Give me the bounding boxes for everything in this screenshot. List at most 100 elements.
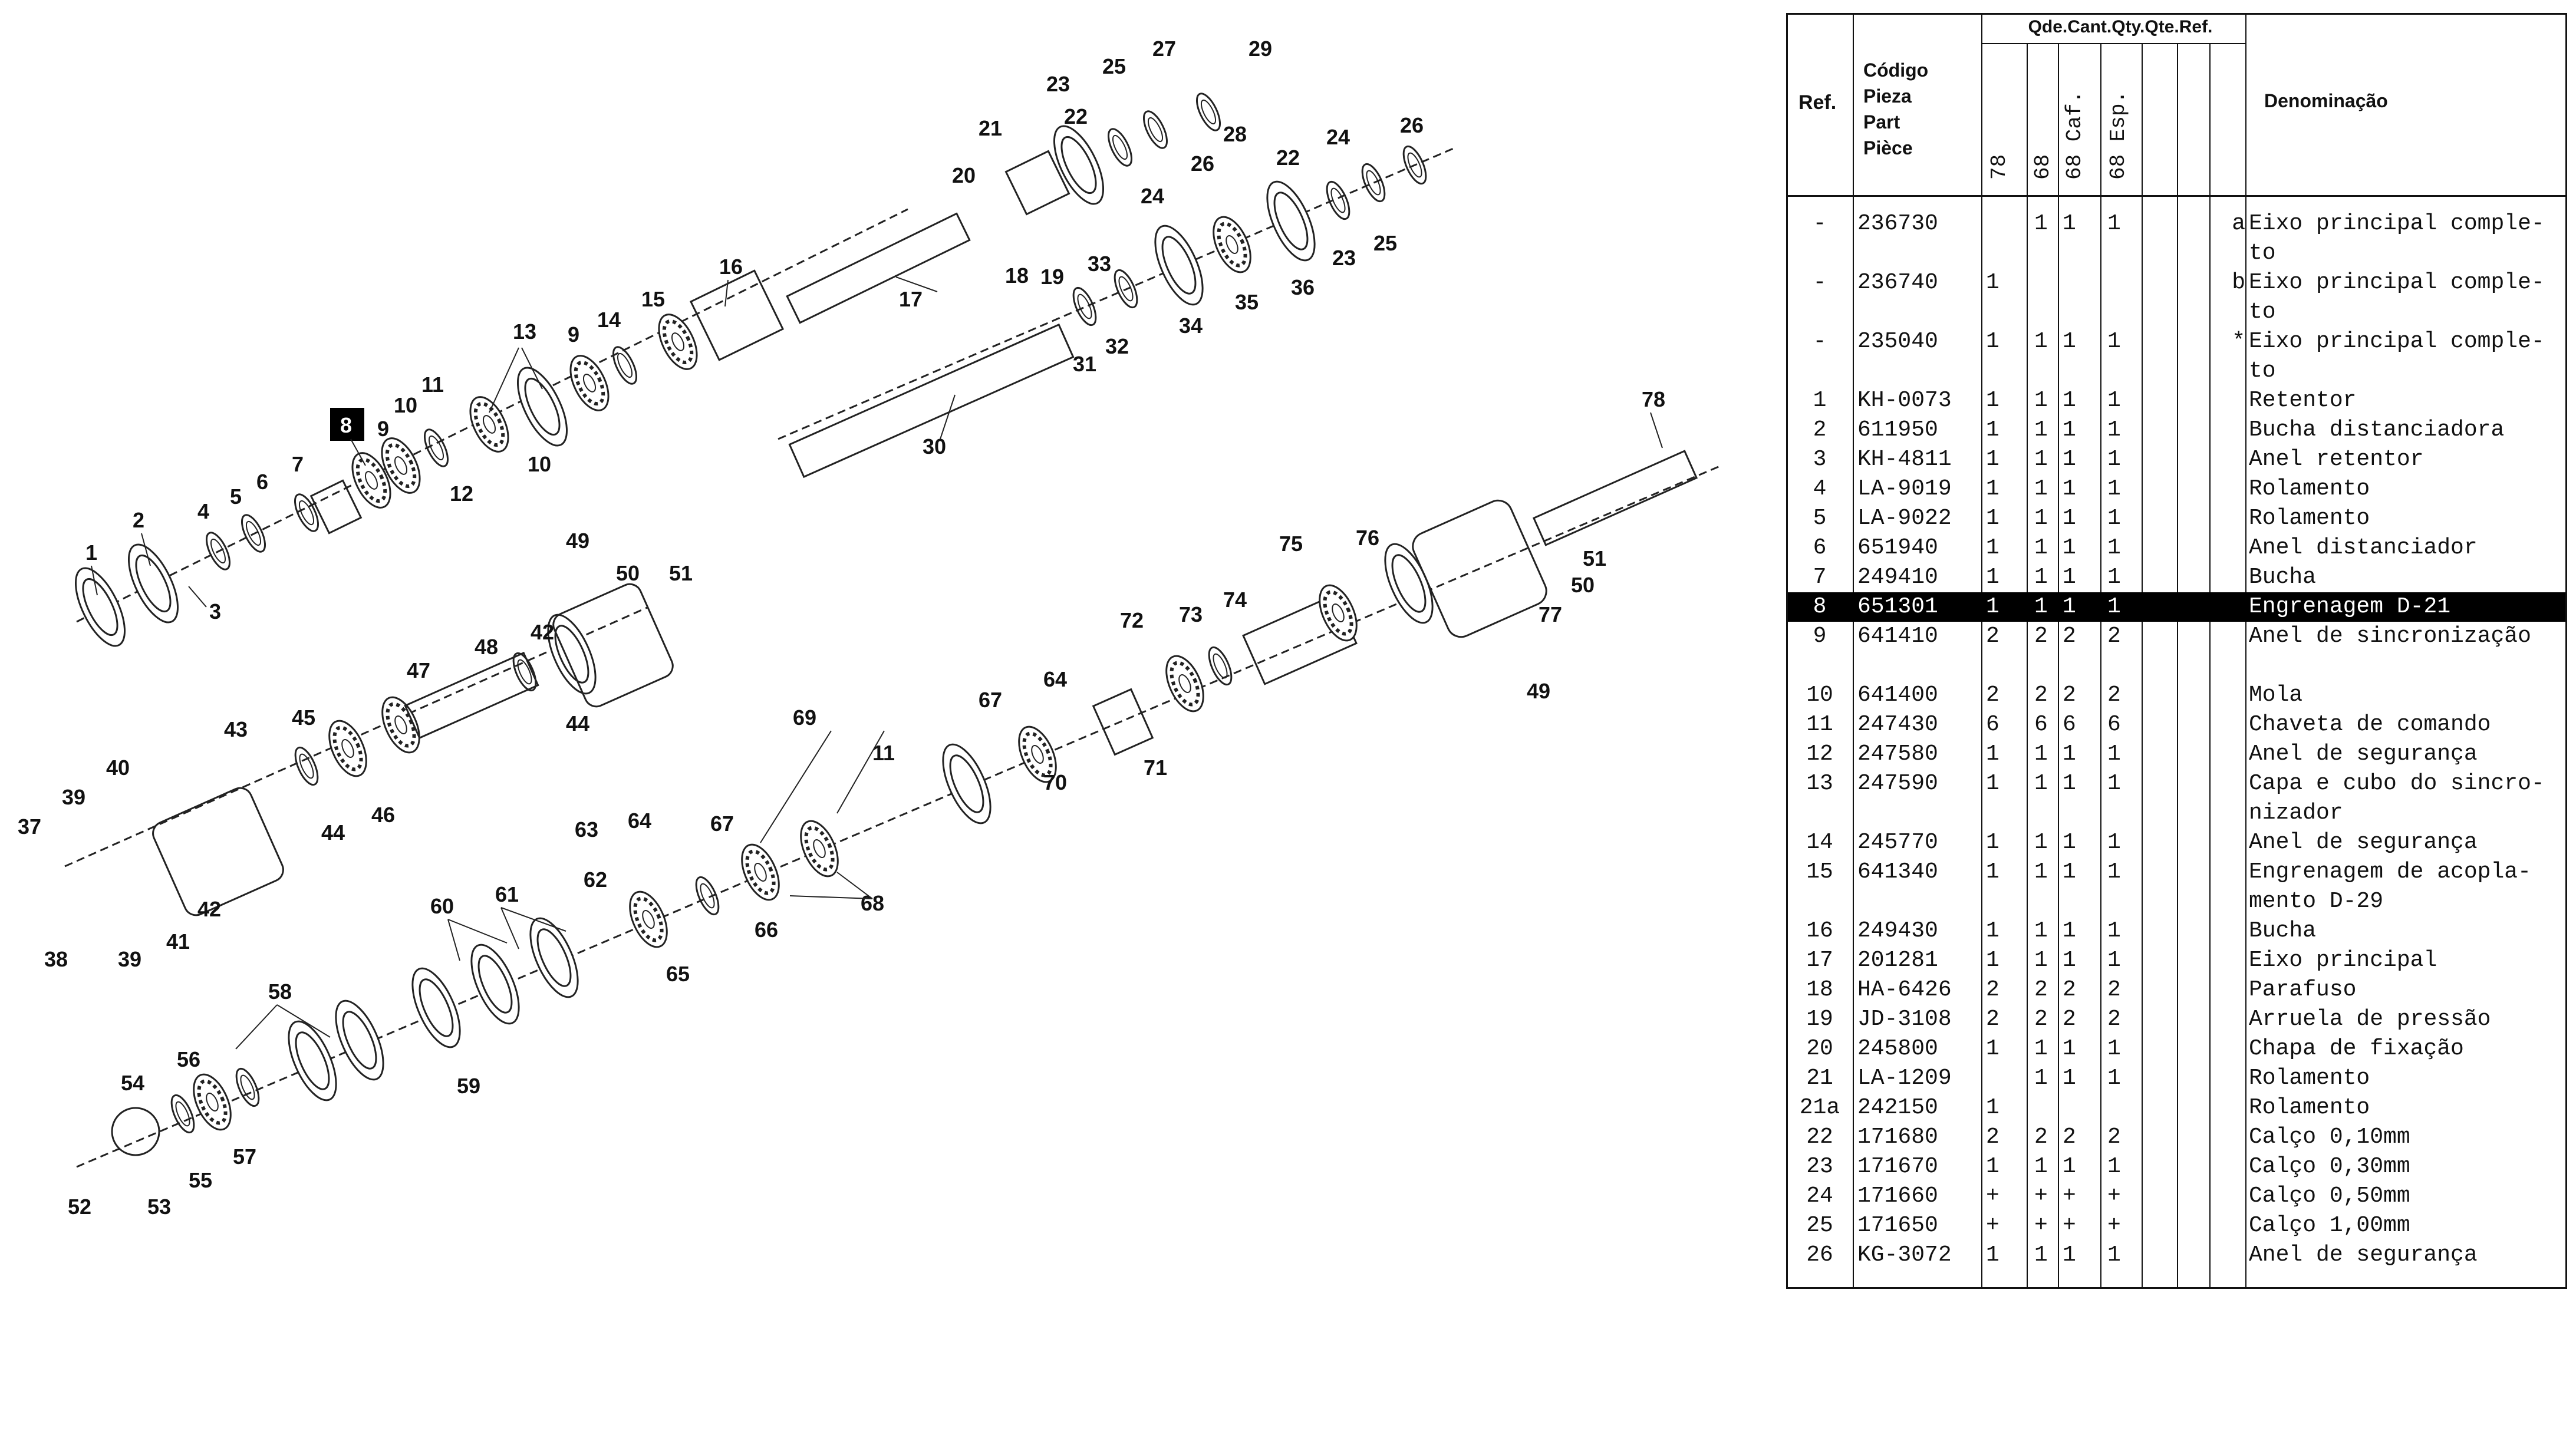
- cell-qty-68-caf: 1: [2063, 1154, 2076, 1179]
- cell-ref: 9: [1813, 624, 1827, 649]
- cell-denomination: Eixo principal: [2249, 948, 2437, 973]
- table-row-continuation: [1788, 651, 2565, 681]
- cell-qty-68-esp: +: [2107, 1183, 2121, 1209]
- cell-qty-78: 1: [1986, 388, 1999, 413]
- callout-39: 39: [62, 785, 85, 809]
- cell-qty-78: 2: [1986, 682, 1999, 708]
- cell-ref: 21: [1806, 1066, 1833, 1091]
- callout-40: 40: [106, 756, 130, 780]
- cell-denomination: Calço 0,30mm: [2249, 1154, 2410, 1179]
- cell-qty-78: 1: [1986, 270, 1999, 295]
- cell-denomination: Calço 0,50mm: [2249, 1183, 2410, 1209]
- cell-qty-68: 2: [2034, 682, 2048, 708]
- cell-qty-68-caf: 1: [2063, 417, 2076, 443]
- callout-4: 4: [197, 499, 209, 523]
- table-row-continuation: to: [1788, 298, 2565, 327]
- callout-49: 49: [566, 529, 589, 553]
- cell-qty-68-caf: 1: [2063, 594, 2076, 619]
- cell-qty-68: 1: [2034, 1036, 2048, 1061]
- callout-57: 57: [233, 1144, 256, 1169]
- cell-code: LA-9022: [1857, 506, 1952, 531]
- callout-44b: 44: [566, 711, 589, 735]
- qty-col-68: 68: [2031, 154, 2055, 180]
- cell-ref: 19: [1806, 1007, 1833, 1032]
- cell-ref: 18: [1806, 977, 1833, 1002]
- callout-44: 44: [321, 820, 345, 845]
- cell-qty-68-caf: 1: [2063, 388, 2076, 413]
- cell-code: 236740: [1857, 270, 1938, 295]
- cell-ref-mark: a: [2232, 211, 2245, 236]
- cell-qty-78: 1: [1986, 830, 1999, 855]
- cell-denomination: Capa e cubo do sincro-: [2249, 771, 2545, 796]
- cell-ref: 13: [1806, 771, 1833, 796]
- cell-code: 651301: [1857, 594, 1938, 619]
- qty-col-68-caf: 68 Caf.: [2063, 90, 2087, 180]
- cell-qty-68-esp: 1: [2107, 948, 2121, 973]
- cell-ref: 21a: [1799, 1095, 1840, 1120]
- cell-denomination: Rolamento: [2249, 476, 2370, 502]
- cell-qty-68-esp: 1: [2107, 594, 2121, 619]
- cell-qty-78: 1: [1986, 476, 1999, 502]
- cell-ref: 2: [1813, 417, 1827, 443]
- cell-qty-68-caf: 1: [2063, 329, 2076, 354]
- cell-code: HA-6426: [1857, 977, 1952, 1002]
- callout-16: 16: [719, 255, 743, 279]
- callout-34: 34: [1179, 314, 1203, 338]
- cell-qty-68-esp: 1: [2107, 1036, 2121, 1061]
- cell-denomination: Anel de segurança: [2249, 830, 2478, 855]
- leader-lines: [91, 276, 1663, 1050]
- cell-qty-68: +: [2034, 1183, 2048, 1209]
- parts-table: Ref. Código Pieza Part Pièce Qde.Cant.Qt…: [1786, 13, 2567, 1289]
- cell-denomination: to: [2249, 358, 2276, 384]
- callout-70: 70: [1043, 770, 1067, 794]
- cell-qty-68-esp: 1: [2107, 476, 2121, 502]
- cell-qty-68-esp: 1: [2107, 329, 2121, 354]
- cell-code: 651940: [1857, 535, 1938, 560]
- cell-qty-78: 2: [1986, 1007, 1999, 1032]
- cell-qty-68: 2: [2034, 1007, 2048, 1032]
- callout-65: 65: [666, 962, 690, 986]
- cell-qty-78: 1: [1986, 417, 1999, 443]
- cell-qty-68: 1: [2034, 1154, 2048, 1179]
- cell-denomination: Rolamento: [2249, 1095, 2370, 1120]
- cell-denomination: Arruela de pressão: [2249, 1007, 2491, 1032]
- cell-qty-68-esp: 2: [2107, 1007, 2121, 1032]
- cell-ref: -: [1813, 211, 1827, 236]
- callout-64b: 64: [1043, 667, 1067, 691]
- cell-code: 235040: [1857, 329, 1938, 354]
- table-row-continuation: to: [1788, 239, 2565, 268]
- cell-ref: 3: [1813, 447, 1827, 472]
- column-rule: [2027, 44, 2028, 1288]
- cell-qty-68-caf: 1: [2063, 476, 2076, 502]
- cell-qty-68-caf: 1: [2063, 741, 2076, 767]
- callout-10b: 10: [528, 452, 551, 476]
- cell-qty-78: 1: [1986, 918, 1999, 944]
- header-qty-divider: [1982, 43, 2245, 44]
- callout-8-highlight: [330, 408, 364, 441]
- callout-60: 60: [430, 894, 454, 918]
- cell-qty-68: 1: [2034, 918, 2048, 944]
- callout-37: 37: [18, 814, 41, 839]
- cell-qty-68: 1: [2034, 771, 2048, 796]
- callout-51: 51: [669, 561, 693, 585]
- callout-24b: 24: [1326, 125, 1350, 149]
- cell-denomination: Rolamento: [2249, 506, 2370, 531]
- callout-9b: 9: [568, 322, 579, 347]
- cell-denomination: Engrenagem de acopla-: [2249, 859, 2531, 885]
- cell-qty-68-caf: 1: [2063, 771, 2076, 796]
- cell-code: 247590: [1857, 771, 1938, 796]
- cell-code: LA-9019: [1857, 476, 1952, 502]
- cell-qty-68: 1: [2034, 741, 2048, 767]
- callout-25b: 25: [1373, 231, 1397, 255]
- callout-3: 3: [209, 599, 221, 624]
- cell-code: 171650: [1857, 1213, 1938, 1238]
- cell-denomination: Eixo principal comple-: [2249, 270, 2545, 295]
- callout-48: 48: [475, 635, 498, 659]
